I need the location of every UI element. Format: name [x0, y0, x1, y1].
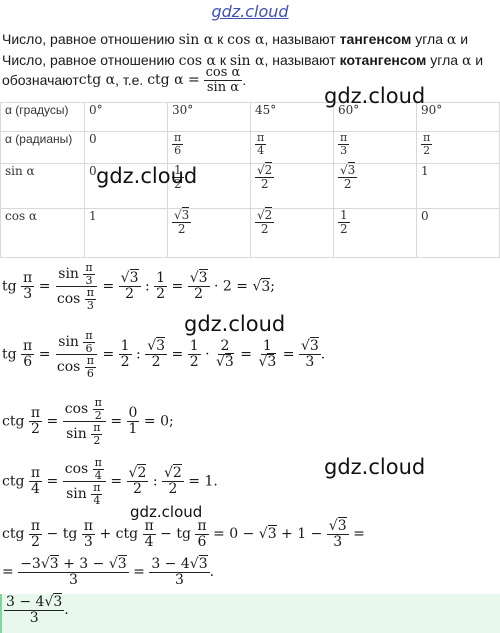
answer-box: 3 − 4√3 3 .	[0, 593, 500, 633]
math-ctg-eq: ctg α =	[147, 72, 200, 89]
ctg-definition-fraction: cos α sin α	[203, 65, 243, 95]
intro-line-1: Число, равное отношению sin α к cos α, н…	[2, 31, 468, 48]
watermark: gdz.cloud	[324, 84, 426, 108]
intro-text: к	[215, 52, 230, 68]
cell-cos-90: 0	[416, 208, 500, 258]
math-cos: cos α	[178, 53, 216, 69]
row-label-cos: cos α	[0, 208, 85, 258]
trig-values-table: α (градусы) 0° 30° 45° 60° 90° α (радиан…	[0, 102, 500, 258]
cell-rad-0: 0	[84, 131, 168, 164]
math-ctg: ctg α	[78, 72, 116, 89]
intro-text: и	[471, 52, 484, 68]
math-alpha: α	[446, 32, 457, 48]
cell-sin-90: 1	[416, 163, 500, 209]
answer-period: .	[64, 602, 69, 619]
row-label-sin: sin α	[0, 163, 85, 209]
watermark: gdz.cloud	[324, 455, 426, 479]
cell-cos-0: 1	[84, 208, 168, 258]
fraction-numerator: cos α	[203, 65, 243, 81]
intro-text: к	[213, 31, 228, 47]
intro-text: угла	[426, 52, 462, 68]
intro-text: Число, равное отношению	[2, 31, 179, 47]
fraction-denominator: sin α	[206, 79, 240, 95]
intro-text: Число, равное отношению	[2, 52, 179, 68]
intro-text: угла	[411, 31, 447, 47]
answer-formula: 3 − 4√3 3 .	[4, 593, 69, 626]
cell-deg-30: 30°	[167, 102, 251, 132]
math-cos: cos α	[227, 32, 265, 48]
cell-deg-45: 45°	[250, 102, 334, 132]
term-cotangent: котангенсом	[339, 52, 427, 68]
watermark: gdz.cloud	[130, 503, 203, 521]
intro-text: .	[242, 72, 247, 89]
cell-deg-60: 60°	[333, 102, 417, 132]
math-sin: sin α	[229, 53, 265, 69]
intro-text: , называют	[264, 31, 340, 47]
watermark: gdz.cloud	[184, 312, 286, 336]
answer-denominator: 3	[29, 609, 39, 626]
intro-line-2: Число, равное отношению cos α к sin α, н…	[2, 52, 483, 69]
answer-numerator: 3 − 4√3	[4, 593, 65, 611]
row-label-radians: α (радианы)	[0, 131, 85, 164]
intro-text: обозначают	[2, 72, 79, 89]
cell-deg-0: 0°	[84, 102, 168, 132]
table-row: α (градусы) 0° 30° 45° 60° 90°	[0, 102, 500, 132]
row-label-degrees: α (градусы)	[0, 102, 85, 132]
intro-text: , т.е.	[115, 72, 148, 89]
math-sin: sin α	[178, 32, 214, 48]
intro-text: и	[456, 31, 469, 47]
watermark: gdz.cloud	[96, 164, 198, 188]
intro-line-3: обозначают ctg α, т.е. ctg α = cos α sin…	[2, 66, 246, 94]
term-tangent: тангенсом	[339, 31, 412, 47]
math-alpha: α	[461, 53, 472, 69]
cell-deg-90: 90°	[416, 102, 500, 132]
site-logo[interactable]: gdz.cloud	[211, 2, 289, 21]
intro-text: , называют	[264, 52, 340, 68]
